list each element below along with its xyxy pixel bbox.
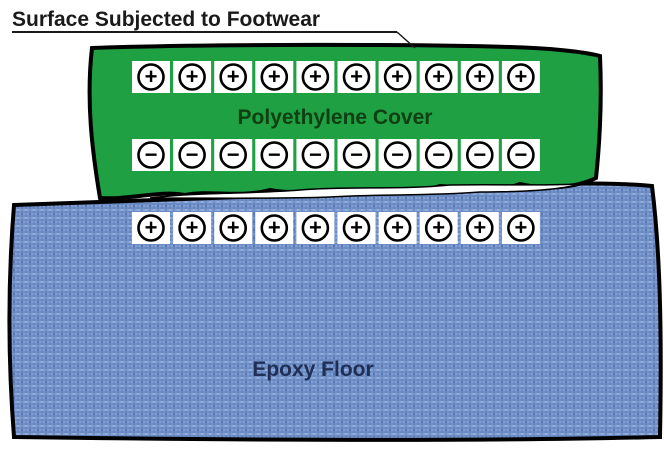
positive-charge-cell: + <box>173 61 211 93</box>
positive-charge-cell: + <box>255 61 293 93</box>
positive-charge-cell: + <box>461 212 499 244</box>
positive-charge-cell: + <box>420 212 458 244</box>
negative-charge-symbol: − <box>473 142 486 167</box>
floor-label: Epoxy Floor <box>252 358 373 381</box>
positive-charge-symbol: + <box>186 64 199 89</box>
positive-charge-symbol: + <box>350 215 363 240</box>
positive-charge-symbol: + <box>432 64 445 89</box>
positive-charge-symbol: + <box>432 215 445 240</box>
negative-charge-cell: − <box>173 139 211 171</box>
negative-charge-cell: − <box>502 139 540 171</box>
negative-charge-cell: − <box>379 139 417 171</box>
positive-charge-cell: + <box>420 61 458 93</box>
positive-charge-cell: + <box>173 212 211 244</box>
positive-charge-cell: + <box>502 212 540 244</box>
positive-charge-cell: + <box>214 61 252 93</box>
negative-charge-cell: − <box>461 139 499 171</box>
positive-charge-cell: + <box>214 212 252 244</box>
negative-charge-cell: − <box>255 139 293 171</box>
caption-text: Surface Subjected to Footwear <box>12 8 320 31</box>
positive-charge-cell: + <box>255 212 293 244</box>
positive-charge-cell: + <box>132 212 170 244</box>
positive-charge-symbol: + <box>473 64 486 89</box>
negative-charge-symbol: − <box>350 142 363 167</box>
positive-charge-symbol: + <box>145 64 158 89</box>
positive-charge-symbol: + <box>391 64 404 89</box>
negative-charge-symbol: − <box>145 142 158 167</box>
positive-charge-symbol: + <box>514 215 527 240</box>
negative-charge-symbol: − <box>391 142 404 167</box>
positive-charge-symbol: + <box>227 64 240 89</box>
negative-charge-symbol: − <box>268 142 281 167</box>
positive-charge-symbol: + <box>268 215 281 240</box>
positive-charge-cell: + <box>132 61 170 93</box>
negative-charge-cell: − <box>420 139 458 171</box>
negative-charge-symbol: − <box>432 142 445 167</box>
negative-charge-cell: − <box>338 139 376 171</box>
positive-charge-symbol: + <box>145 215 158 240</box>
positive-charge-cell: + <box>379 61 417 93</box>
epoxy-floor-block <box>10 183 661 440</box>
positive-charge-cell: + <box>338 212 376 244</box>
negative-charge-symbol: − <box>309 142 322 167</box>
cover-label: Polyethylene Cover <box>238 106 433 129</box>
positive-charge-cell: + <box>338 61 376 93</box>
positive-charge-symbol: + <box>268 64 281 89</box>
positive-charge-cell: + <box>461 61 499 93</box>
positive-charge-symbol: + <box>227 215 240 240</box>
negative-charge-cell: − <box>296 139 334 171</box>
positive-charge-symbol: + <box>309 64 322 89</box>
negative-charge-symbol: − <box>514 142 527 167</box>
positive-charge-cell: + <box>502 61 540 93</box>
positive-charge-symbol: + <box>186 215 199 240</box>
positive-charge-symbol: + <box>514 64 527 89</box>
negative-charge-cell: − <box>214 139 252 171</box>
positive-charge-symbol: + <box>309 215 322 240</box>
positive-charge-symbol: + <box>473 215 486 240</box>
positive-charge-symbol: + <box>391 215 404 240</box>
positive-charge-cell: + <box>379 212 417 244</box>
negative-charge-cell: − <box>132 139 170 171</box>
negative-charge-symbol: − <box>227 142 240 167</box>
positive-charge-cell: + <box>296 212 334 244</box>
positive-charge-cell: + <box>296 61 334 93</box>
positive-charge-symbol: + <box>350 64 363 89</box>
negative-charge-symbol: − <box>186 142 199 167</box>
